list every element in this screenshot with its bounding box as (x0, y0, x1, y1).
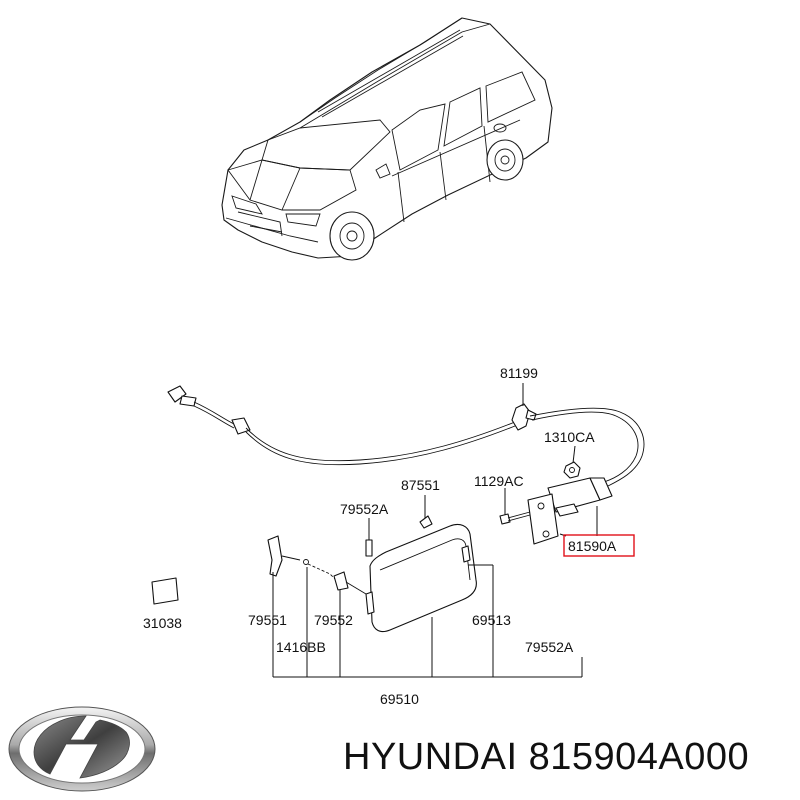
label-79552a-bottom: 79552A (525, 639, 574, 655)
hinge-79551 (267, 535, 301, 577)
label-plate-31038 (151, 577, 179, 605)
hyundai-logo-icon (8, 706, 156, 792)
pin-79552a-top (365, 539, 373, 557)
footer-caption: HYUNDAI 815904A000 (343, 736, 749, 779)
spring-1416bb (303, 559, 337, 581)
highlight-box-81590a (563, 534, 635, 557)
label-1310ca: 1310CA (544, 429, 595, 445)
label-79552: 79552 (314, 612, 353, 628)
actuator-81590a (527, 477, 613, 545)
part-labels: 81199 1310CA 87551 1129AC 79552A 81590A … (143, 365, 617, 707)
fuel-filler-door (365, 523, 477, 633)
label-69510: 69510 (380, 691, 419, 707)
leader-lines (272, 383, 598, 678)
fuel-door-release-cable (167, 385, 645, 487)
hinge-79552 (333, 571, 367, 595)
bolt-1129ac (499, 511, 531, 525)
brand-name: HYUNDAI (343, 736, 518, 778)
label-81590a: 81590A (568, 538, 617, 554)
label-87551: 87551 (401, 477, 440, 493)
label-69513: 69513 (472, 612, 511, 628)
van-illustration (221, 17, 553, 261)
label-1416bb: 1416BB (276, 639, 326, 655)
label-79552a-top: 79552A (340, 501, 389, 517)
label-31038: 31038 (143, 615, 182, 631)
label-1129ac: 1129AC (474, 473, 524, 489)
nut-1310ca (563, 461, 581, 479)
part-number: 815904A000 (528, 736, 750, 778)
clip-87551 (419, 515, 433, 529)
label-79551: 79551 (248, 612, 287, 628)
label-81199: 81199 (500, 365, 538, 381)
